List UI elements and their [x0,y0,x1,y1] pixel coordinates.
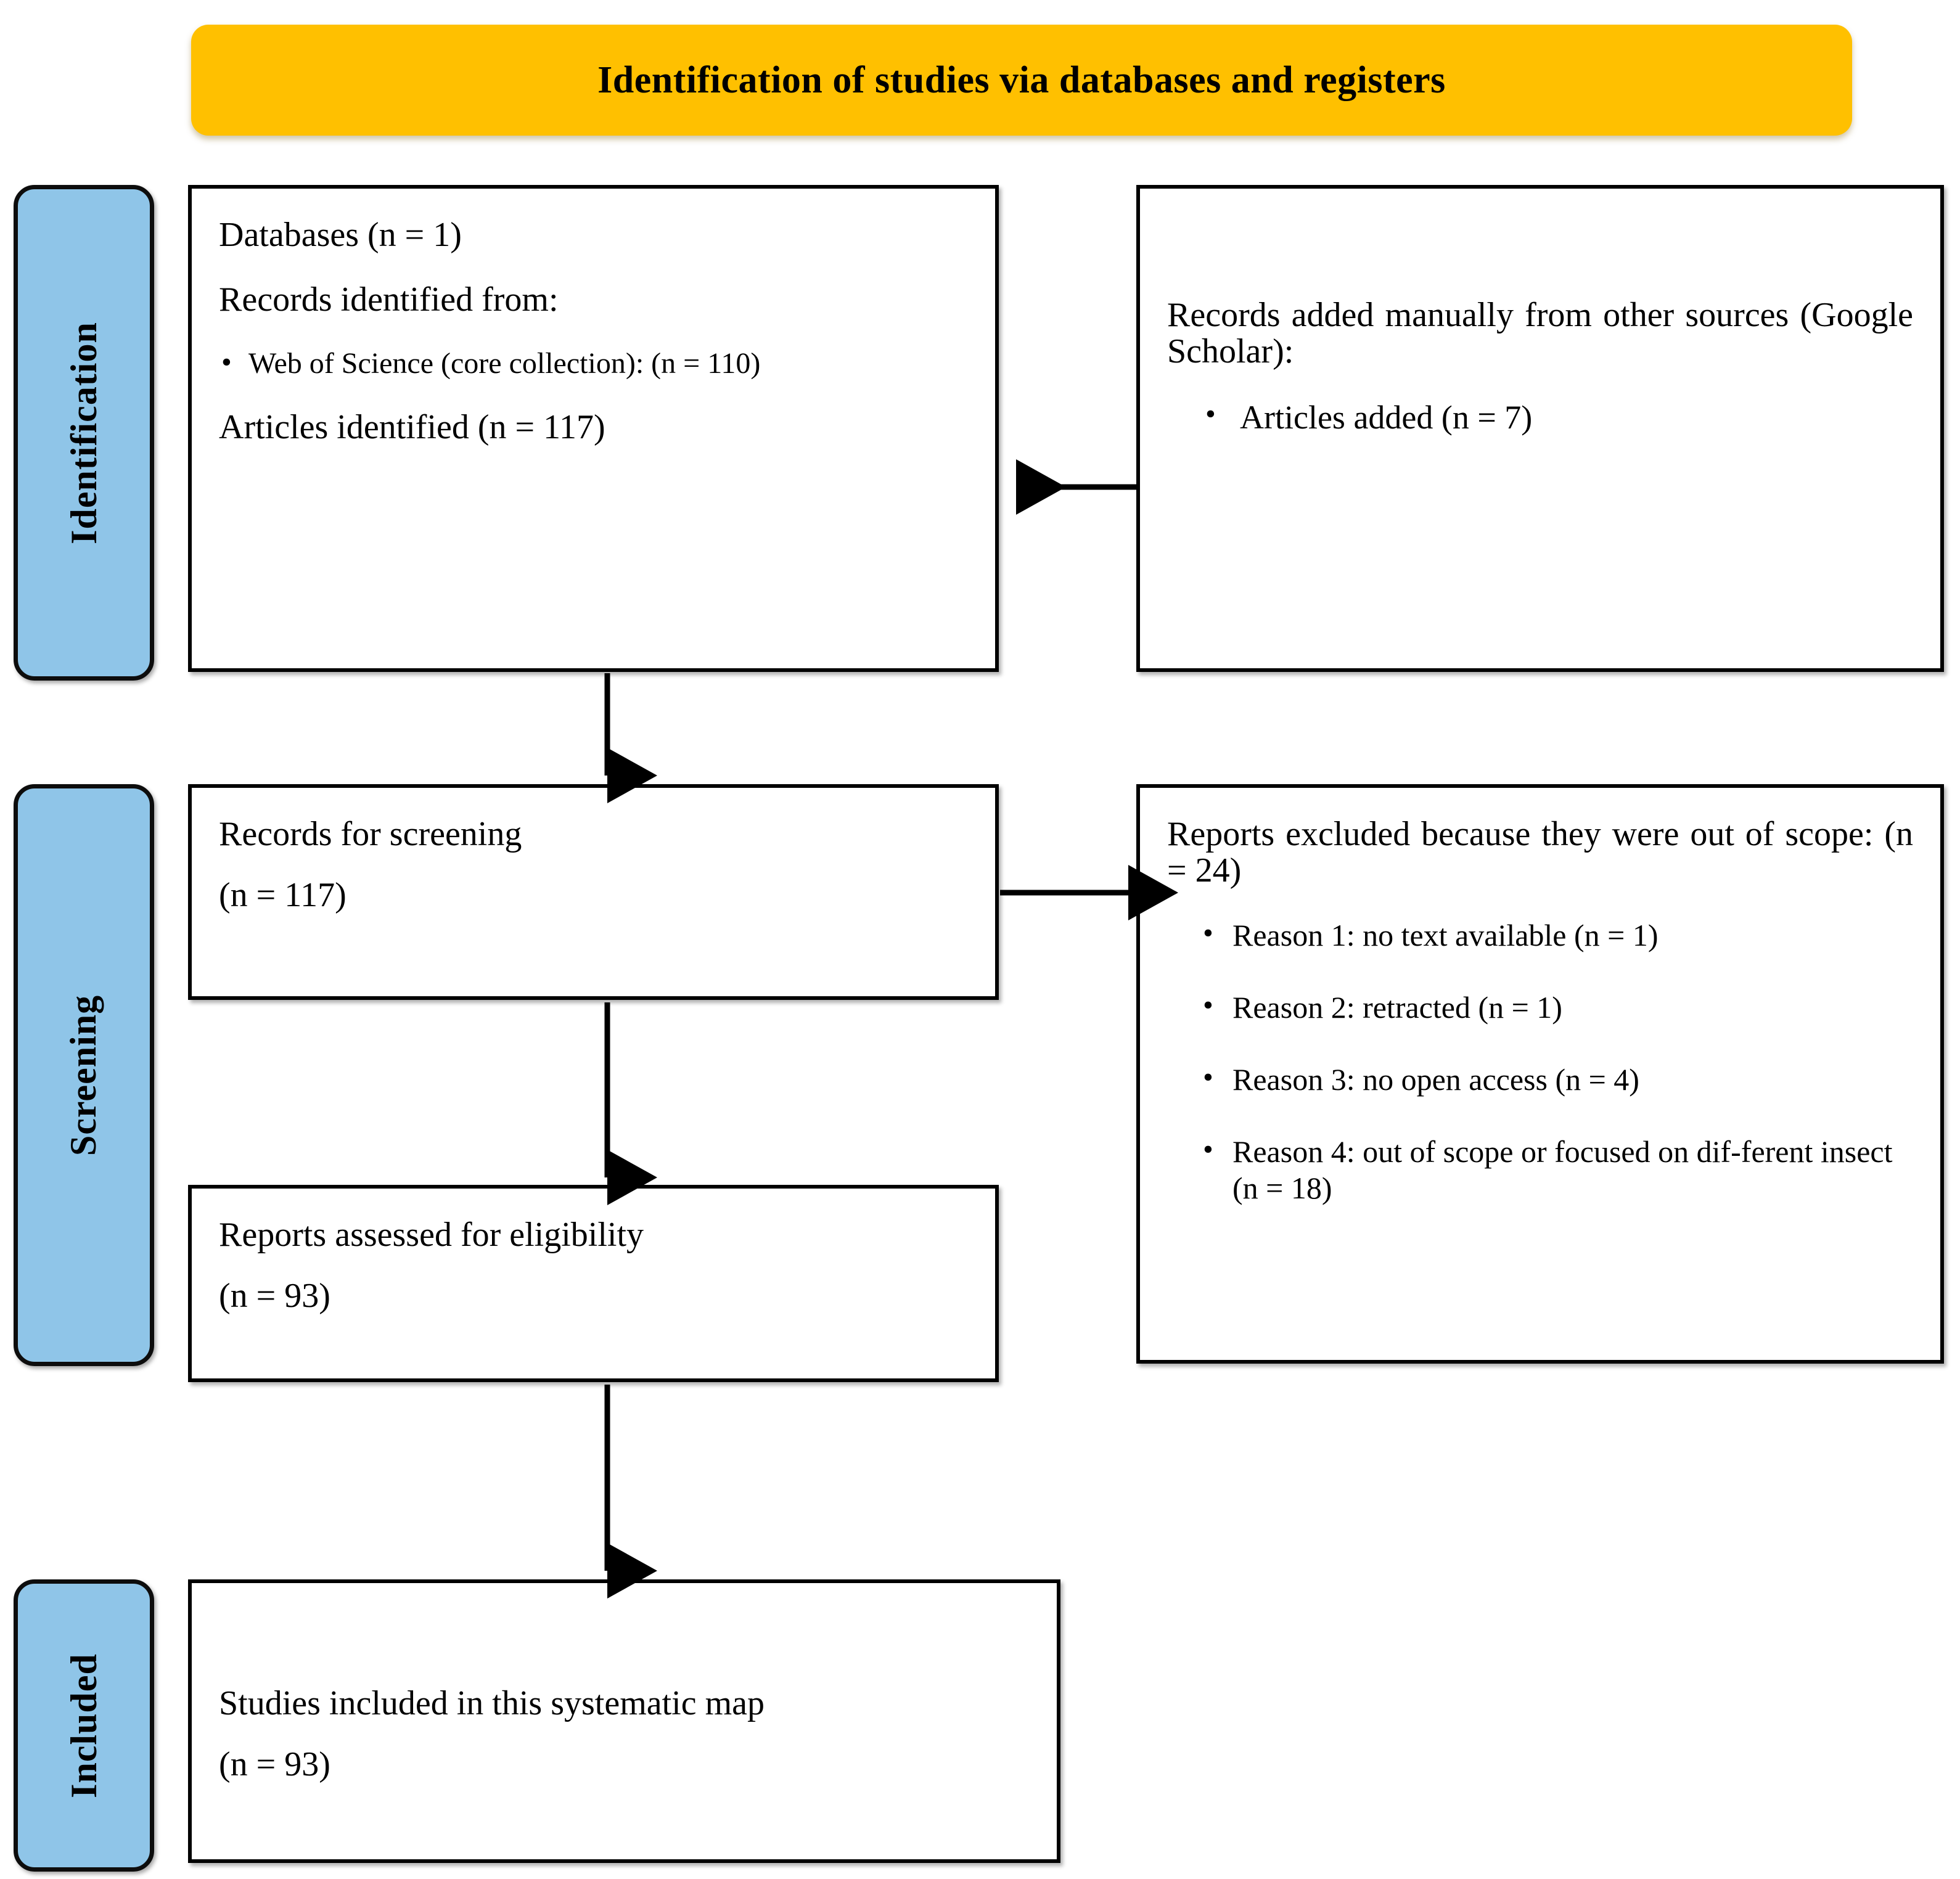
reports-excluded-label: Reports excluded because they were out o… [1167,815,1913,890]
studies-included-label: Studies included in this systematic map [219,1684,765,1722]
list-item: Reason 2: retracted (n = 1) [1167,988,1913,1026]
identification-source-list: Web of Science (core collection): (n = 1… [219,345,968,382]
box-records-added-manually: Records added manually from other source… [1136,185,1944,672]
databases-count-line: Databases (n = 1) [219,216,462,254]
exclusion-reason-list: Reason 1: no text available (n = 1) Reas… [1167,916,1913,1206]
records-identified-from-label: Records identified from: [219,280,559,319]
header-banner: Identification of studies via databases … [191,25,1852,136]
stage-tab-screening: Screening [14,784,154,1366]
box-studies-included: Studies included in this systematic map … [188,1579,1060,1863]
records-for-screening-count: (n = 117) [219,875,346,914]
box-reports-assessed-for-eligibility: Reports assessed for eligibility (n = 93… [188,1185,999,1382]
records-added-manually-label: Records added manually from other source… [1167,296,1913,370]
box-records-identified: Databases (n = 1) Records identified fro… [188,185,999,672]
stage-tab-included-label: Included [63,1653,104,1798]
stage-tab-identification-label: Identification [63,321,104,544]
reports-eligibility-count: (n = 93) [219,1276,330,1315]
reports-eligibility-label: Reports assessed for eligibility [219,1216,644,1254]
studies-included-count: (n = 93) [219,1745,330,1783]
box-reports-excluded: Reports excluded because they were out o… [1136,784,1944,1364]
list-item: Reason 1: no text available (n = 1) [1167,916,1913,954]
manual-source-list: Articles added (n = 7) [1167,397,1913,438]
stage-tab-screening-label: Screening [63,994,104,1156]
header-title: Identification of studies via databases … [597,59,1446,101]
stage-tab-identification: Identification [14,185,154,681]
list-item: Reason 4: out of scope or focused on dif… [1167,1132,1913,1206]
list-item: Reason 3: no open access (n = 4) [1167,1060,1913,1098]
list-item: Articles added (n = 7) [1167,397,1913,438]
articles-identified-line: Articles identified (n = 117) [219,408,605,447]
list-item: Web of Science (core collection): (n = 1… [219,345,968,382]
box-records-for-screening: Records for screening (n = 117) [188,784,999,1000]
stage-tab-included: Included [14,1579,154,1872]
records-for-screening-label: Records for screening [219,815,522,853]
